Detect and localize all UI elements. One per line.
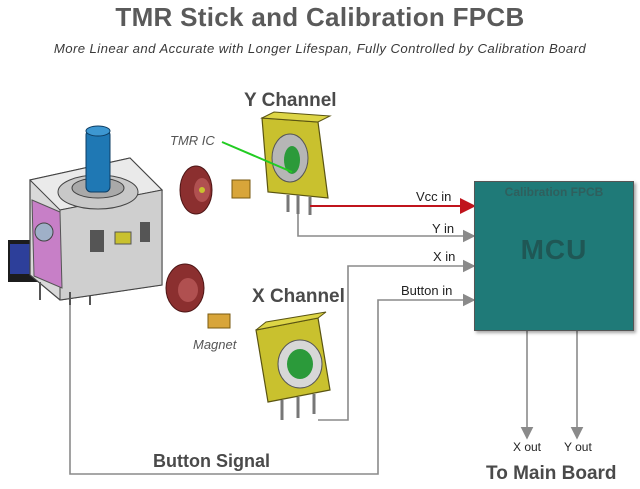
- joystick-module: [8, 125, 164, 305]
- page-title: TMR Stick and Calibration FPCB: [115, 2, 525, 32]
- rotor-x: [165, 263, 205, 313]
- magnet-label: Magnet: [193, 337, 237, 352]
- y-channel-sensor: [260, 111, 332, 215]
- button-signal-label: Button Signal: [153, 451, 270, 471]
- x-channel-sensor: [255, 311, 331, 420]
- magnet-x: [207, 313, 231, 329]
- mcu-chip-label: MCU: [520, 234, 588, 265]
- tmr-ic-label: TMR IC: [170, 133, 215, 148]
- tmr-ic-pointer: [221, 141, 293, 173]
- signal-lines: [69, 198, 584, 475]
- magnet-y: [231, 179, 251, 199]
- x-in-line: [318, 259, 476, 421]
- y-in-label: Y in: [432, 221, 455, 236]
- y-out-label: Y out: [564, 440, 592, 454]
- x-in-label: X in: [433, 249, 456, 264]
- page-subtitle: More Linear and Accurate with Longer Lif…: [53, 41, 587, 56]
- rotor-y: [179, 165, 213, 215]
- vcc-in-label: Vcc in: [416, 189, 452, 204]
- y-channel-label: Y Channel: [244, 90, 337, 111]
- button-in-line: [69, 293, 476, 475]
- y-in-line: [297, 214, 476, 243]
- x-out-label: X out: [513, 440, 542, 454]
- x-channel-label: X Channel: [252, 286, 345, 307]
- calibration-board: Calibration FPCB MCU: [474, 181, 634, 331]
- button-in-label: Button in: [401, 283, 453, 298]
- calibration-board-title: Calibration FPCB: [504, 185, 604, 199]
- to-main-board-label: To Main Board: [486, 463, 617, 484]
